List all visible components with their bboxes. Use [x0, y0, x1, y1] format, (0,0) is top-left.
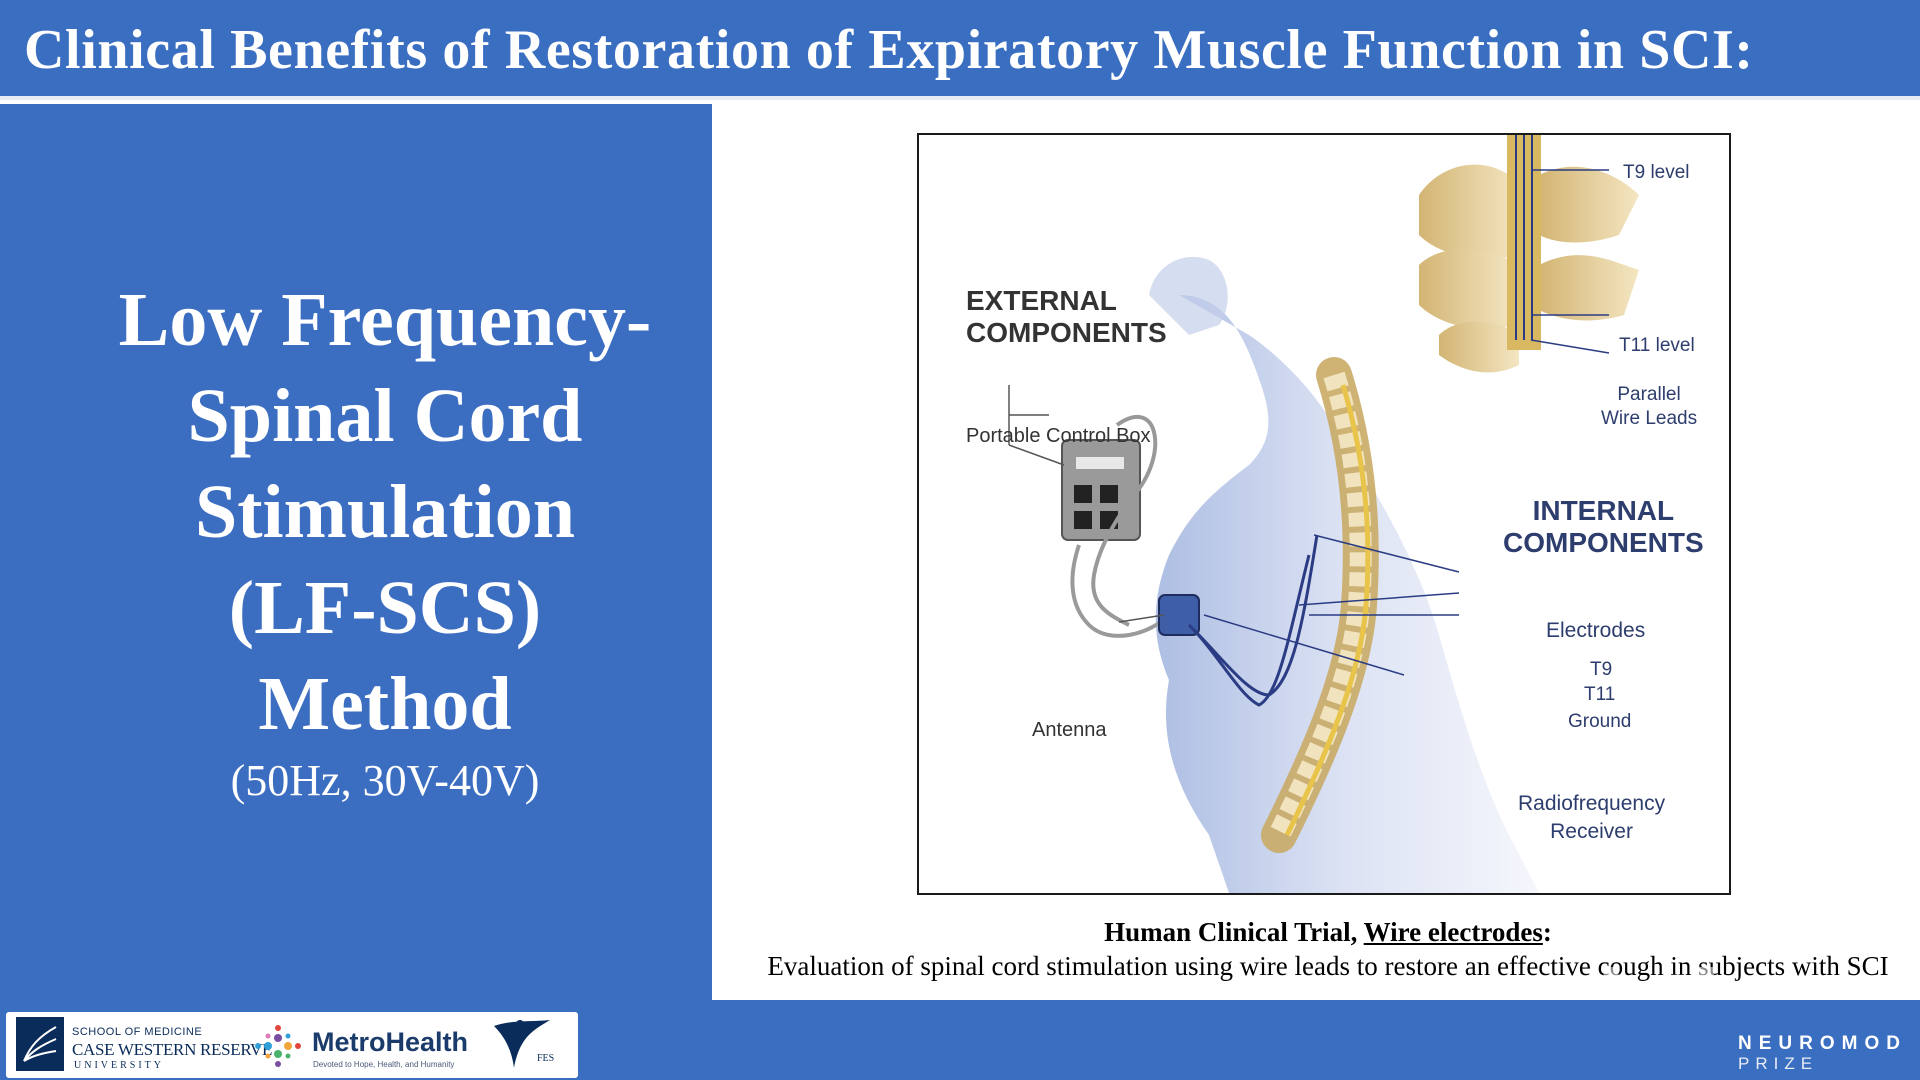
sponsor-logo-strip [6, 1012, 578, 1078]
rf-receiver-line: Radiofrequency [1518, 792, 1666, 815]
stimulation-diagram: EXTERNAL COMPONENTS Portable Control Box… [917, 133, 1731, 895]
ground-electrode-label: Ground [1568, 711, 1632, 732]
head-silhouette [1149, 256, 1228, 335]
method-title-line: Stimulation [194, 470, 576, 554]
parallel-wire-leads-label: Parallel Wire Leads [1601, 383, 1697, 431]
parallel-leads-line: Wire Leads [1601, 408, 1698, 429]
t11-electrode-label: T11 [1584, 684, 1616, 705]
metrohealth-logo-icon [255, 1025, 301, 1067]
spine-illustration [1261, 357, 1379, 853]
parallel-leads-line: Parallel [1617, 384, 1681, 405]
antenna-label: Antenna [1032, 719, 1107, 741]
caption-heading: Human Clinical Trial, Wire electrodes: [736, 917, 1920, 948]
rf-receiver-label: Radiofrequency Receiver [1518, 790, 1665, 846]
slide-title: Clinical Benefits of Restoration of Expi… [24, 19, 1754, 81]
external-heading-line: COMPONENTS [966, 317, 1167, 348]
metrohealth-tagline: Devoted to Hope, Health, and Humanity [313, 1060, 455, 1069]
internal-heading-line: COMPONENTS [1503, 527, 1704, 558]
vertebra-inset [1419, 135, 1639, 373]
caption-heading-underlined: Wire electrodes [1363, 917, 1543, 947]
method-title-line: (LF-SCS) [228, 566, 542, 650]
antenna-and-leads [1008, 385, 1460, 707]
method-title-line: Low Frequency- [118, 278, 652, 362]
internal-components-heading: INTERNAL COMPONENTS [1503, 495, 1704, 559]
cwru-school-label: SCHOOL OF MEDICINE [72, 1026, 203, 1038]
external-heading-line: EXTERNAL [966, 285, 1117, 316]
caption-heading-prefix: Human Clinical Trial, [1104, 917, 1364, 947]
fes-center-logo-icon [494, 1020, 550, 1068]
prize-label: PRIZE [1738, 1054, 1819, 1073]
anatomy-illustration [1008, 135, 1639, 893]
internal-heading-line: INTERNAL [1532, 495, 1675, 526]
electrodes-label: Electrodes [1546, 619, 1646, 642]
caption-heading-suffix: : [1542, 917, 1552, 947]
method-title-line: Method [258, 662, 512, 746]
method-parameters: (50Hz, 30V-40V) [230, 756, 540, 805]
portable-control-box-label: Portable Control Box [966, 425, 1151, 447]
neuromod-label: NEUROMOD [1738, 1033, 1907, 1054]
title-bar: Clinical Benefits of Restoration of Expi… [0, 0, 1920, 100]
cwru-university-label: UNIVERSITY [74, 1060, 164, 1071]
t9-level-label: T9 level [1623, 162, 1690, 183]
cwru-name-label: CASE WESTERN RESERVE [72, 1040, 273, 1059]
method-title: Low Frequency- Spinal Cord Stimulation (… [40, 272, 730, 752]
metrohealth-name: MetroHealth [312, 1027, 469, 1057]
method-panel: Low Frequency- Spinal Cord Stimulation (… [0, 104, 718, 1000]
rf-receiver-line: Receiver [1550, 820, 1633, 843]
external-components-heading: EXTERNAL COMPONENTS [966, 285, 1167, 349]
caption-text: Evaluation of spinal cord stimulation us… [767, 951, 1889, 981]
control-box-device [1061, 415, 1158, 627]
t11-level-label: T11 level [1619, 335, 1695, 356]
method-title-line: Spinal Cord [187, 374, 583, 458]
cwru-shield-icon [16, 1017, 64, 1071]
t9-electrode-label: T9 [1590, 659, 1613, 680]
fes-label: FES [537, 1053, 555, 1064]
